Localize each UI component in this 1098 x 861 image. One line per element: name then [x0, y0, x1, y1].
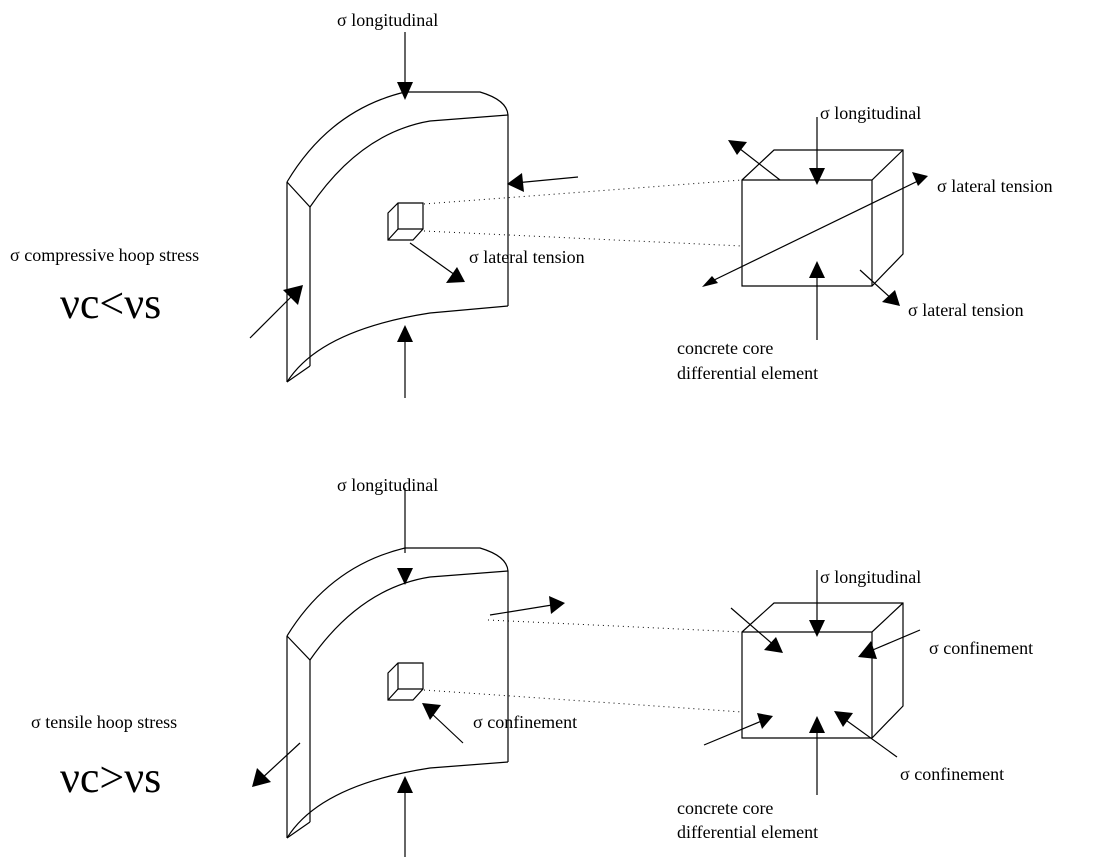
bottom-cube-longitudinal-arrow [809, 570, 825, 637]
top-core-label-line2: differential element [677, 363, 819, 383]
bottom-cube-ur-arrow [858, 629, 921, 659]
bottom-core-label-line2: differential element [677, 822, 819, 842]
bottom-leader-lower [423, 689, 743, 713]
top-sigma-longitudinal-label: σ longitudinal [337, 10, 439, 30]
top-wall-segment [286, 91, 509, 383]
top-leader-upper [423, 179, 743, 205]
bottom-cube-lr-arrow [834, 711, 898, 758]
top-poisson-relation-label: νc<νs [60, 279, 162, 328]
bottom-hoop-arrow [252, 742, 301, 787]
bottom-wall-segment [286, 547, 509, 839]
bottom-cube-up-arrow [809, 716, 825, 795]
top-leader-lower [423, 230, 743, 247]
bottom-leader-upper [487, 619, 743, 633]
top-cube-ul-arrow [728, 140, 781, 181]
bottom-small-element [387, 662, 424, 701]
top-cube-lr-arrow [859, 269, 900, 306]
top-cube-diag-arrow-1 [702, 172, 928, 287]
top-cube-up-arrow [809, 261, 825, 340]
top-hoop-stress-label: σ compressive hoop stress [10, 245, 200, 265]
top-core-label-line1: concrete core [677, 338, 774, 358]
bottom-confinement-label: σ confinement [473, 712, 578, 732]
bottom-cube-longitudinal-label: σ longitudinal [820, 567, 922, 587]
top-lateral-arrow [409, 242, 465, 283]
top-hoop-arrow [249, 285, 303, 339]
bottom-cube-ll-arrow [703, 713, 773, 746]
bottom-sigma-longitudinal-label: σ longitudinal [337, 475, 439, 495]
bottom-hoop-stress-label: σ tensile hoop stress [31, 712, 178, 732]
bottom-leader-arrow [489, 596, 565, 616]
top-cube [741, 149, 904, 287]
top-cube-lateral-right-label: σ lateral tension [937, 176, 1053, 196]
top-lateral-tension-label: σ lateral tension [469, 247, 585, 267]
bottom-core-label-line1: concrete core [677, 798, 774, 818]
top-right-arrow [507, 173, 579, 192]
top-panel [249, 32, 928, 398]
bottom-cube-confinement-right-label: σ confinement [929, 638, 1034, 658]
bottom-panel [252, 488, 921, 857]
bottom-cube-ul-arrow [730, 607, 783, 653]
bottom-bottom-arrow [397, 776, 413, 857]
bottom-poisson-relation-label: νc>νs [60, 753, 162, 802]
bottom-confinement-arrow [422, 703, 464, 744]
top-cube-lateral-bottom-label: σ lateral tension [908, 300, 1024, 320]
top-bottom-arrow [397, 325, 413, 398]
bottom-cube-confinement-bottom-label: σ confinement [900, 764, 1005, 784]
top-longitudinal-arrow [397, 32, 413, 100]
top-cube-longitudinal-label: σ longitudinal [820, 103, 922, 123]
bottom-longitudinal-arrow [397, 488, 413, 585]
top-small-element [387, 202, 424, 241]
top-cube-longitudinal-arrow [809, 117, 825, 185]
